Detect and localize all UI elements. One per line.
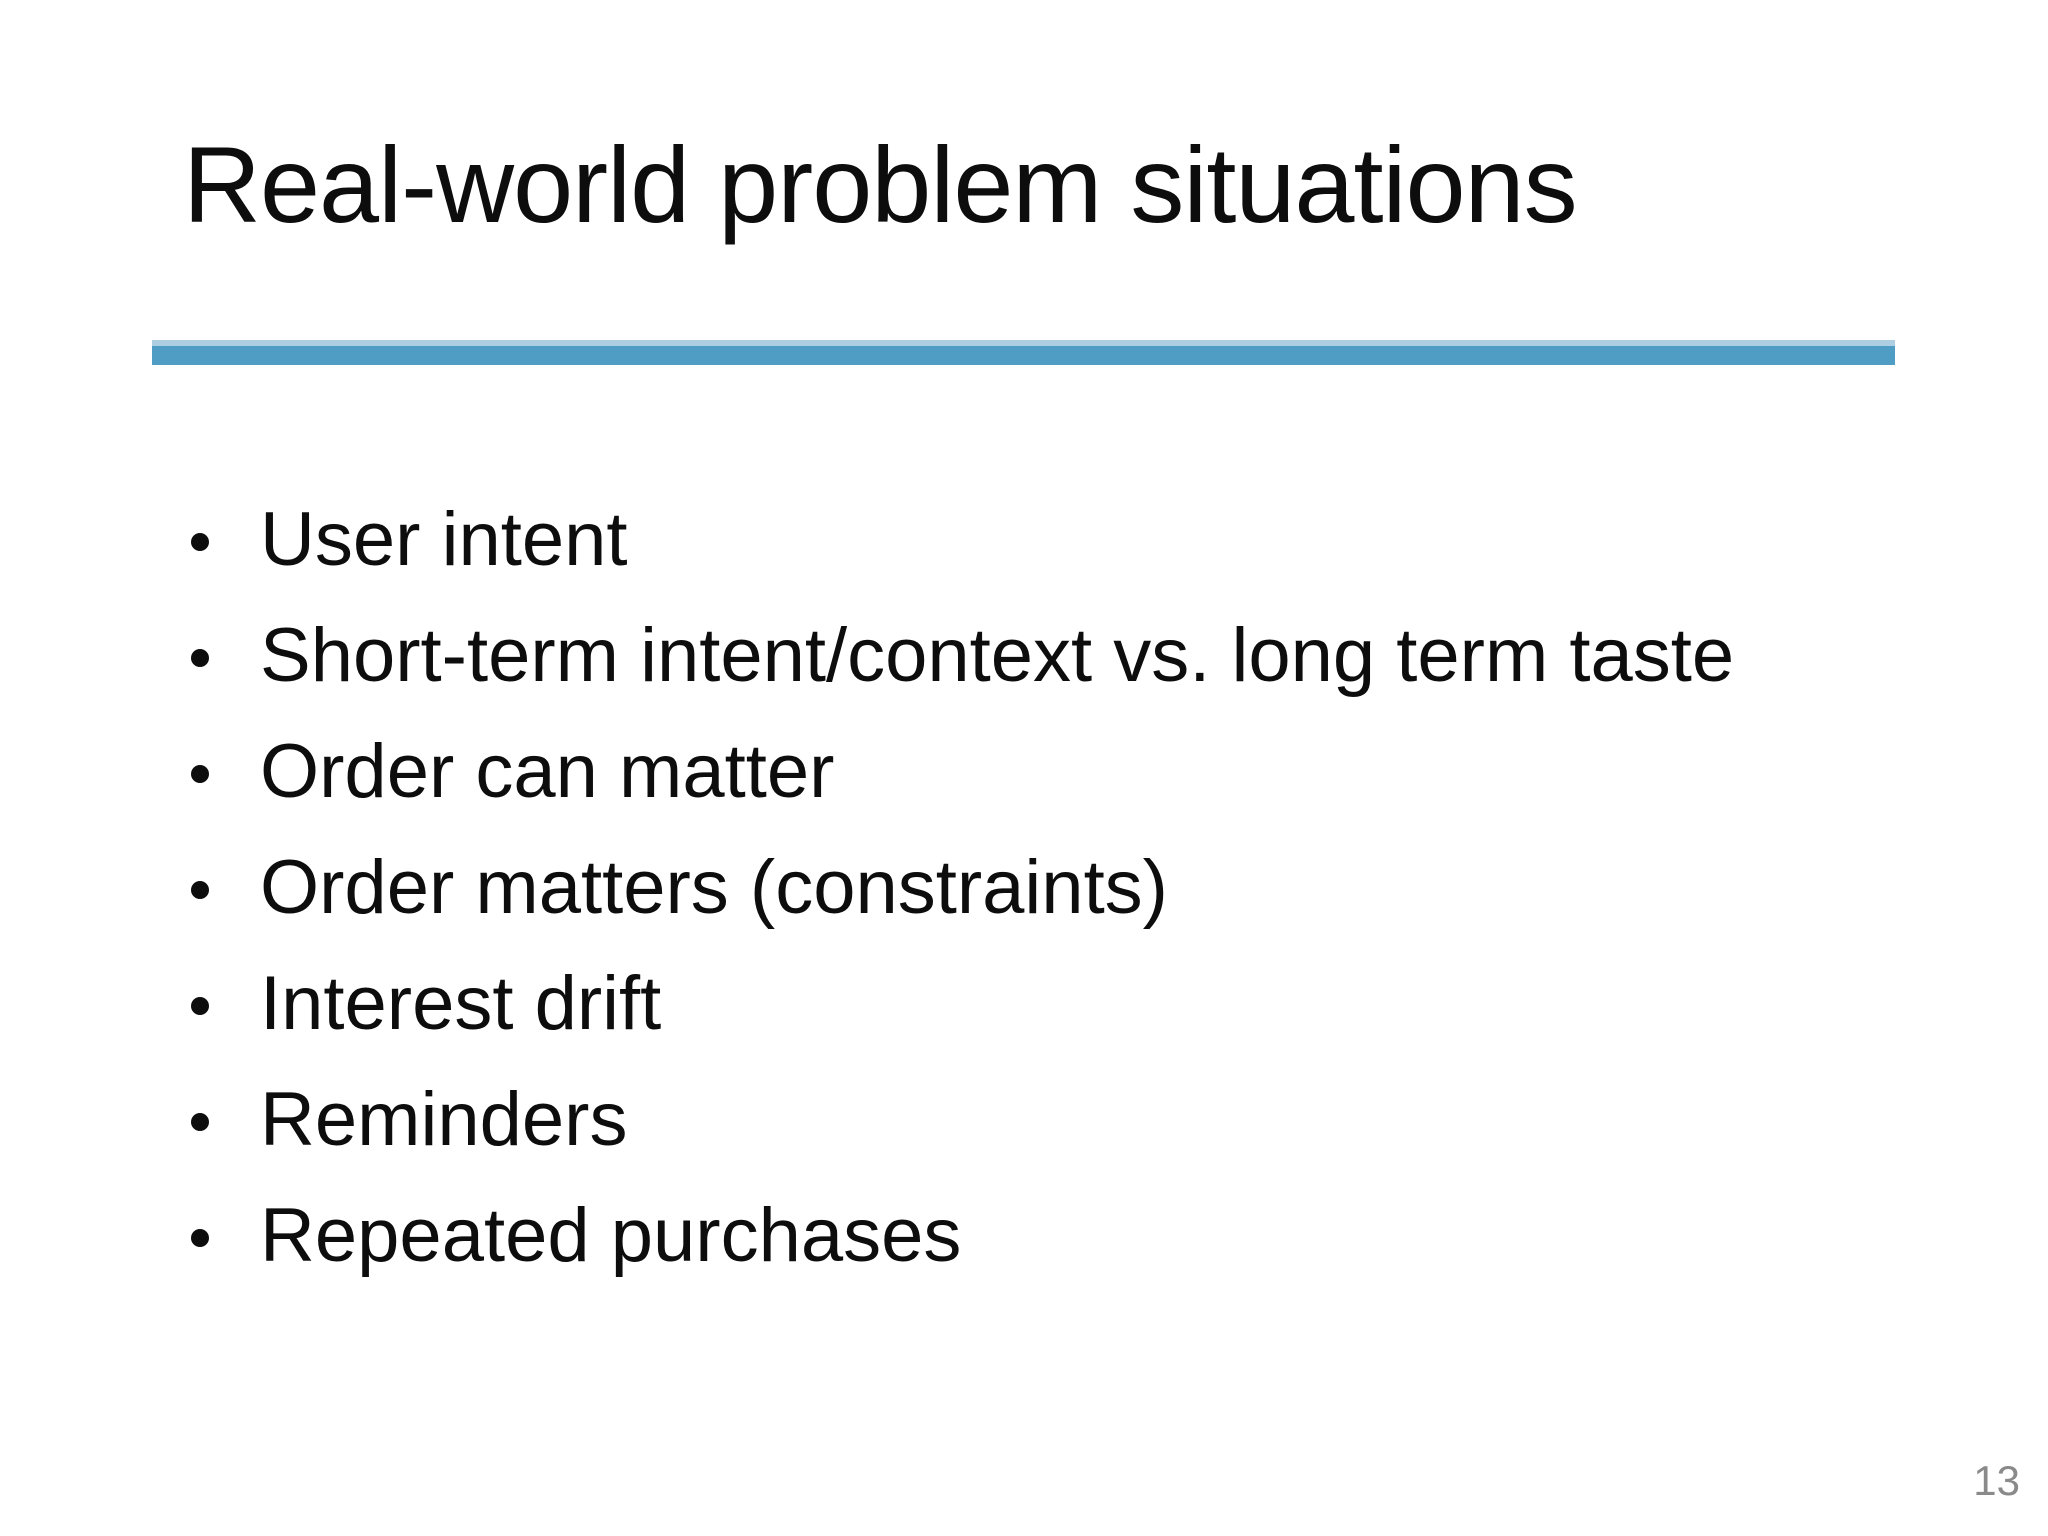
list-item: User intent — [0, 482, 2048, 598]
bullet-text: User intent — [260, 497, 628, 582]
list-item: Interest drift — [0, 946, 2048, 1062]
list-item: Order can matter — [0, 714, 2048, 830]
bullet-icon — [191, 1229, 209, 1247]
bullet-text: Short-term intent/context vs. long term … — [260, 613, 1735, 698]
bullet-icon — [191, 881, 209, 899]
bullet-text: Interest drift — [260, 961, 662, 1046]
list-item: Short-term intent/context vs. long term … — [0, 598, 2048, 714]
bullet-icon — [191, 765, 209, 783]
bullet-icon — [191, 1113, 209, 1131]
bullet-text: Order can matter — [260, 729, 835, 814]
bullet-icon — [191, 533, 209, 551]
bullet-text: Reminders — [260, 1077, 628, 1162]
bullet-icon — [191, 997, 209, 1015]
list-item: Order matters (constraints) — [0, 830, 2048, 946]
list-item: Repeated purchases — [0, 1178, 2048, 1294]
page-number: 13 — [1973, 1457, 2020, 1504]
bullet-icon — [191, 649, 209, 667]
title-divider-rule — [152, 340, 1895, 365]
bullet-text: Order matters (constraints) — [260, 845, 1168, 930]
list-item: Reminders — [0, 1062, 2048, 1178]
bullet-text: Repeated purchases — [260, 1193, 962, 1278]
slide-title: Real-world problem situations — [183, 124, 1578, 245]
